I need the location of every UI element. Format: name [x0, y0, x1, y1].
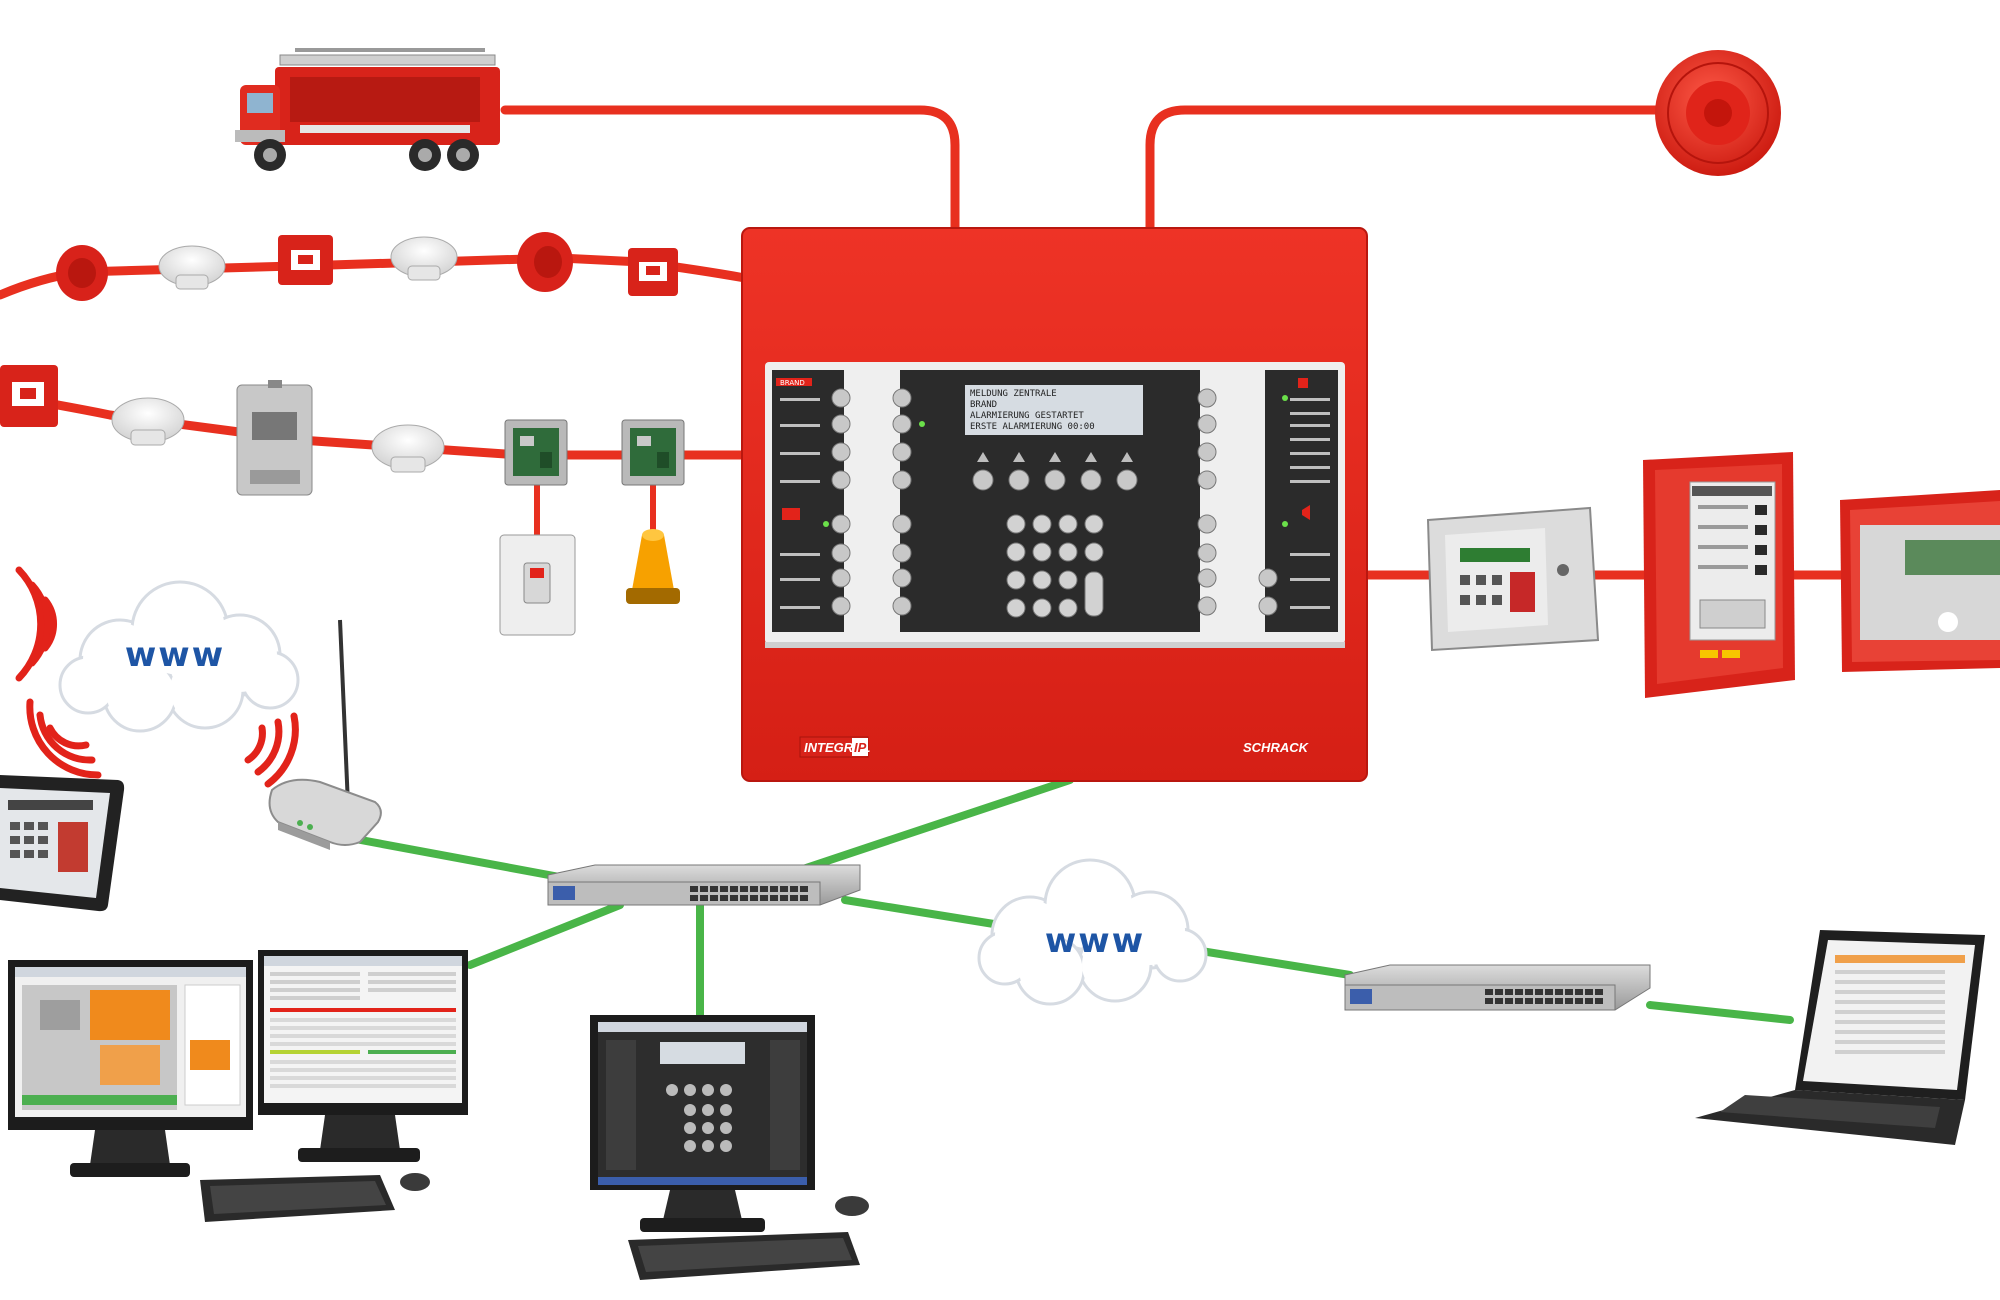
- sounder-icon: [56, 245, 108, 301]
- green-network-cables: [346, 776, 1794, 1024]
- net-switch2-to-laptop: [1646, 1001, 1794, 1024]
- sub-panel-icon: [1840, 490, 2000, 672]
- lcd-line-1: MELDUNG ZENTRALE: [970, 389, 1057, 399]
- io-module-icon: [504, 419, 568, 486]
- cloud-label: www: [125, 635, 225, 675]
- switch-plate-icon: [499, 534, 576, 636]
- smoke-detector-icon: [158, 245, 226, 290]
- net-cloud-to-switch2: [1191, 946, 1354, 979]
- mouse-icon: [835, 1196, 869, 1216]
- net-panel-to-switch: [766, 776, 1074, 884]
- cable-truck-to-panel: [500, 105, 960, 233]
- smoke-detector-icon: [111, 397, 185, 446]
- smoke-detector-icon: [371, 424, 445, 473]
- fire-brigade-panel-icon: [1643, 452, 1795, 698]
- net-switch-to-cloud: [841, 896, 1004, 929]
- wireless-signal-icon: [26, 698, 102, 779]
- monitor-icon: [590, 1015, 815, 1232]
- tablet-icon: [0, 775, 125, 912]
- lcd-line-3: ALARMIERUNG GESTARTET: [970, 411, 1084, 421]
- repeater-panel-icon: [1426, 506, 1600, 652]
- call-point-icon: [278, 235, 333, 285]
- panel-brand-left-suffix: IP: [854, 740, 867, 755]
- net-switch-to-monitors: [466, 901, 624, 969]
- router-icon: [268, 619, 382, 850]
- lcd-line-4: ERSTE ALARMIERUNG 00:00: [970, 422, 1095, 432]
- network-switch-icon: [547, 864, 861, 906]
- laptop-icon: [1695, 930, 1985, 1145]
- net-router-to-switch: [346, 834, 569, 882]
- fire-truck-icon: [235, 48, 500, 171]
- gas-detector-icon: [236, 380, 313, 496]
- wireless-signal-icon: [244, 712, 299, 788]
- call-point-icon: [0, 365, 58, 427]
- fire-alarm-control-panel: BRAND MELDUNG ZENTRALE BRAND ALARMIERUNG…: [741, 227, 1368, 782]
- siren-icon: [1655, 50, 1781, 176]
- call-point-icon: [628, 248, 678, 296]
- cloud-label: www: [1045, 921, 1145, 961]
- smoke-detector-icon: [390, 236, 458, 281]
- cloud-www-2: www: [977, 858, 1208, 1006]
- sounder-icon: [517, 232, 573, 292]
- network-switch-icon: [1344, 964, 1651, 1011]
- cloud-www-1: www: [58, 580, 300, 733]
- mouse-icon: [400, 1173, 430, 1191]
- keyboard-icon: [200, 1175, 395, 1222]
- cable-siren-to-panel: [1145, 105, 1670, 233]
- keyboard-icon: [628, 1232, 860, 1280]
- flashing-beacon-icon: [626, 529, 680, 604]
- monitor-icon: [258, 950, 468, 1162]
- monitor-icon: [8, 960, 253, 1177]
- io-module-icon: [621, 419, 685, 486]
- panel-brand-label: BRAND: [780, 379, 805, 387]
- wireless-signal-icon: [15, 566, 57, 682]
- lcd-line-2: BRAND: [970, 400, 997, 410]
- panel-brand-right: SCHRACK: [1243, 740, 1310, 755]
